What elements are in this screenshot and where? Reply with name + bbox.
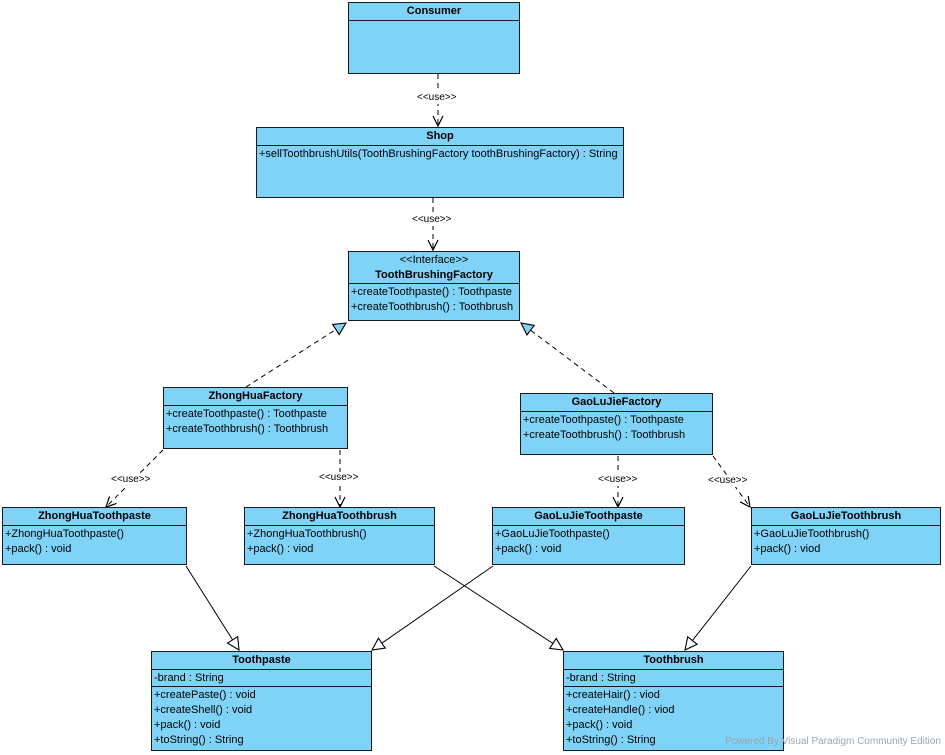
operation-row: +sellToothbrushUtils(ToothBrushingFactor…: [259, 148, 618, 160]
class-shop[interactable]: Shop +sellToothbrushUtils(ToothBrushingF…: [256, 127, 624, 198]
class-name: Consumer: [406, 5, 462, 17]
stereotype-label: <<Interface>>: [399, 254, 469, 266]
class-consumer[interactable]: Consumer: [348, 2, 520, 74]
operation-row: +pack() : viod: [754, 543, 821, 555]
operation-row: +createToothbrush() : Toothbrush: [523, 429, 686, 441]
use-label-consumer-shop: <<use>>: [416, 92, 458, 104]
generalization-zhonghua-toothbrush: [433, 565, 565, 651]
operation-row: +pack() : void: [495, 543, 562, 555]
operation-row: +createPaste() : void: [154, 689, 256, 701]
use-label-shop-factory: <<use>>: [411, 214, 453, 226]
class-name: ToothBrushingFactory: [375, 269, 493, 281]
operation-row: +createToothbrush() : Toothbrush: [166, 423, 329, 435]
operation-row: +pack() : void: [566, 719, 633, 731]
class-gaolujie-toothbrush[interactable]: GaoLuJieToothbrush +GaoLuJieToothbrush()…: [751, 507, 941, 565]
operations-section: +ZhongHuaToothbrush() +pack() : viod: [245, 525, 434, 557]
operation-row: +createToothpaste() : Toothpaste: [351, 286, 512, 298]
operation-row: +GaoLuJieToothbrush(): [754, 528, 870, 540]
class-toothbrush[interactable]: Toothbrush -brand : String +createHair()…: [563, 651, 784, 751]
interface-tooth-brushing-factory[interactable]: <<Interface>> ToothBrushingFactory +crea…: [348, 251, 520, 321]
operation-row: +pack() : viod: [247, 543, 314, 555]
operations-section: +ZhongHuaToothpaste() +pack() : void: [3, 525, 186, 557]
class-zhonghua-factory[interactable]: ZhongHuaFactory +createToothpaste() : To…: [163, 387, 348, 449]
operation-row: +createToothbrush() : Toothbrush: [351, 301, 514, 313]
generalization-gaolujie-toothbrush: [684, 565, 752, 651]
operation-row: +GaoLuJieToothpaste(): [495, 528, 610, 540]
realization-zhonghua-factory: [245, 322, 348, 388]
operation-row: +ZhongHuaToothpaste(): [5, 528, 124, 540]
class-name: GaoLuJieToothbrush: [790, 510, 902, 522]
operation-row: +pack() : void: [154, 719, 221, 731]
class-name: ZhongHuaFactory: [208, 390, 303, 402]
generalization-zhonghua-toothpaste: [185, 565, 240, 652]
class-name: GaoLuJieToothpaste: [534, 510, 643, 522]
class-body: [349, 20, 519, 75]
operations-section: +createToothpaste() : Toothpaste +create…: [164, 405, 347, 437]
operation-row: +toString() : String: [566, 734, 656, 746]
operation-row: +ZhongHuaToothbrush(): [247, 528, 367, 540]
operations-section: +createPaste() : void +createShell() : v…: [152, 686, 371, 748]
operation-row: +createHandle() : viod: [566, 704, 675, 716]
generalization-gaolujie-toothpaste: [370, 565, 494, 651]
operations-section: +createToothpaste() : Toothpaste +create…: [521, 411, 712, 443]
operations-section: +GaoLuJieToothpaste() +pack() : void: [493, 525, 684, 557]
class-name: Toothpaste: [232, 654, 291, 666]
attributes-section: -brand : String: [152, 669, 371, 686]
attributes-section: -brand : String: [564, 669, 783, 686]
use-label-zhonghua-factory-toothbrush: <<use>>: [318, 472, 360, 484]
class-zhonghua-toothpaste[interactable]: ZhongHuaToothpaste +ZhongHuaToothpaste()…: [2, 507, 187, 565]
operation-row: +createToothpaste() : Toothpaste: [166, 408, 327, 420]
class-gaolujie-factory[interactable]: GaoLuJieFactory +createToothpaste() : To…: [520, 393, 713, 455]
operations-section: +sellToothbrushUtils(ToothBrushingFactor…: [257, 145, 623, 162]
class-toothpaste[interactable]: Toothpaste -brand : String +createPaste(…: [151, 651, 372, 751]
class-name: ZhongHuaToothbrush: [282, 510, 397, 522]
operation-row: +createHair() : viod: [566, 689, 660, 701]
operation-row: +pack() : void: [5, 543, 72, 555]
use-label-zhonghua-factory-toothpaste: <<use>>: [110, 474, 152, 486]
realization-gaolujie-factory: [520, 322, 615, 394]
operation-row: +createToothpaste() : Toothpaste: [523, 414, 684, 426]
class-name: Toothbrush: [643, 654, 704, 666]
operation-row: +createShell() : void: [154, 704, 253, 716]
class-zhonghua-toothbrush[interactable]: ZhongHuaToothbrush +ZhongHuaToothbrush()…: [244, 507, 435, 565]
operations-section: +createToothpaste() : Toothpaste +create…: [349, 283, 519, 315]
use-label-gaolujie-factory-toothbrush: <<use>>: [707, 475, 749, 487]
class-name: ZhongHuaToothpaste: [38, 510, 151, 522]
use-label-gaolujie-factory-toothpaste: <<use>>: [597, 474, 639, 486]
class-gaolujie-toothpaste[interactable]: GaoLuJieToothpaste +GaoLuJieToothpaste()…: [492, 507, 685, 565]
operations-section: +createHair() : viod +createHandle() : v…: [564, 686, 783, 748]
operation-row: +toString() : String: [154, 734, 244, 746]
attribute-row: -brand : String: [566, 672, 636, 684]
class-name: Shop: [426, 130, 454, 142]
attribute-row: -brand : String: [154, 672, 224, 684]
class-name: GaoLuJieFactory: [571, 396, 662, 408]
operations-section: +GaoLuJieToothbrush() +pack() : viod: [752, 525, 940, 557]
watermark: Powered By Visual Paradigm Community Edi…: [724, 736, 941, 747]
